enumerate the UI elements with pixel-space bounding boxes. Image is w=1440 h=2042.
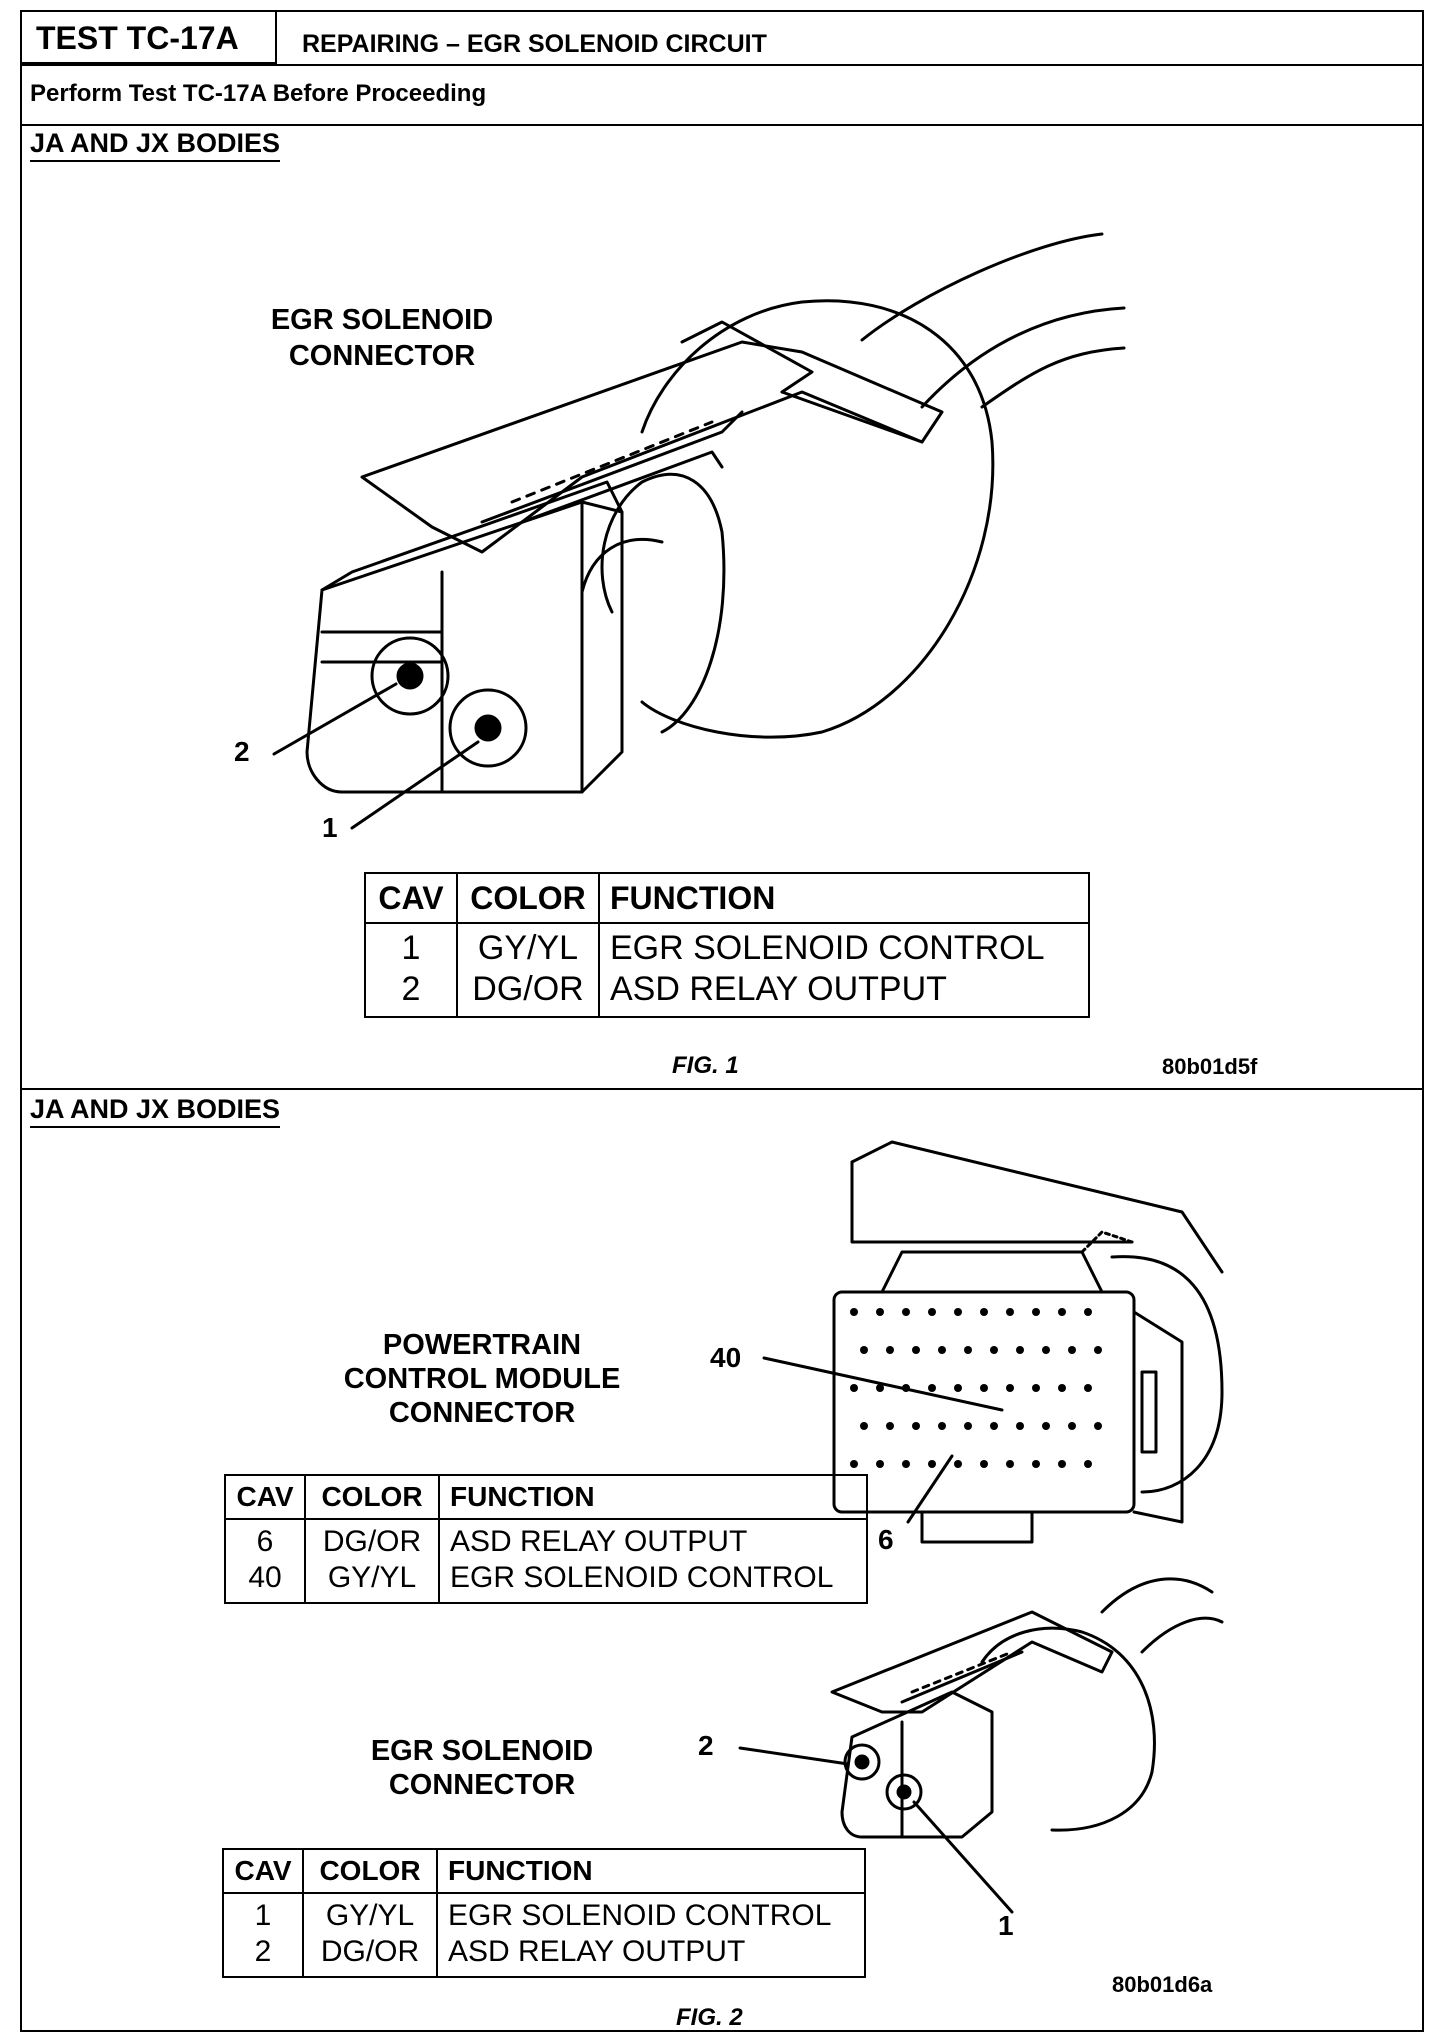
table-row: 6 40 DG/OR GY/YL ASD RELAY OUTPUT EGR SO… — [224, 1519, 868, 1603]
col-cav: CAV — [224, 1474, 306, 1520]
connector-pin — [1084, 1308, 1092, 1316]
diagram-drawings — [272, 232, 1224, 1914]
connector-pin — [1006, 1384, 1014, 1392]
pcm-leader-40 — [762, 1356, 1004, 1412]
connector-pin — [954, 1308, 962, 1316]
pcm-connector-label: POWERTRAIN CONTROL MODULE CONNECTOR — [343, 1329, 621, 1429]
fig2-leader-1 — [912, 1800, 1014, 1914]
pcm-pinout-table: CAV COLOR FUNCTION 6 40 DG/OR GY/YL ASD … — [224, 1474, 868, 1604]
connector-pin — [980, 1460, 988, 1468]
fig2-section-label: JA AND JX BODIES — [30, 1094, 281, 1128]
connector-pin — [938, 1422, 946, 1430]
connector-pin — [1016, 1346, 1024, 1354]
fig2-egr-connector-icon — [830, 1577, 1224, 1839]
pcm-callout-6: 6 — [878, 1524, 894, 1555]
connector-pin — [850, 1460, 858, 1468]
fig1-callout-1: 1 — [322, 812, 338, 843]
connector-pin — [912, 1422, 920, 1430]
fig1-section-label: JA AND JX BODIES — [30, 128, 281, 162]
pcm-leader-6 — [906, 1454, 954, 1524]
connector-pin — [1032, 1460, 1040, 1468]
connector-pin — [902, 1308, 910, 1316]
connector-pin — [990, 1346, 998, 1354]
connector-pin — [902, 1460, 910, 1468]
connector-pin — [876, 1308, 884, 1316]
connector-pin — [850, 1384, 858, 1392]
fig1-wire-icon — [860, 232, 1126, 409]
fig2-code: 80b01d6a — [1112, 1972, 1213, 1997]
manual-page: TEST TC-17A REPAIRING – EGR SOLENOID CIR… — [20, 10, 1424, 2032]
connector-pin — [860, 1346, 868, 1354]
fig1-callout-2: 2 — [234, 736, 250, 767]
connector-pin — [928, 1460, 936, 1468]
connector-pin — [980, 1308, 988, 1316]
connector-pin — [964, 1346, 972, 1354]
fig-divider — [22, 1088, 1422, 1090]
col-function: FUNCTION — [598, 872, 1090, 924]
fig2-leader-2 — [738, 1746, 850, 1766]
connector-pin — [860, 1422, 868, 1430]
connector-pin — [912, 1346, 920, 1354]
connector-pin — [1058, 1384, 1066, 1392]
col-color: COLOR — [302, 1848, 438, 1894]
connector-pin — [1032, 1384, 1040, 1392]
connector-pin — [886, 1346, 894, 1354]
fig2-egr-connector-label: EGR SOLENOID CONNECTOR — [370, 1735, 594, 1801]
page-subtitle: Perform Test TC-17A Before Proceeding — [30, 80, 487, 107]
connector-pin — [1068, 1346, 1076, 1354]
connector-pin — [1042, 1346, 1050, 1354]
fig1-code: 80b01d5f — [1162, 1054, 1258, 1079]
connector-pin — [1084, 1460, 1092, 1468]
fig1-pinout-table: CAV COLOR FUNCTION 1 2 GY/YL DG/OR EGR S… — [364, 872, 1090, 1018]
connector-pin — [876, 1460, 884, 1468]
test-id: TEST TC-17A — [36, 20, 239, 56]
fig2-callout-2: 2 — [698, 1730, 714, 1761]
connector-pin — [938, 1346, 946, 1354]
connector-pin — [928, 1384, 936, 1392]
connector-pin — [964, 1422, 972, 1430]
pcm-pins-icon — [850, 1308, 1102, 1468]
fig1-leader-1 — [350, 740, 480, 830]
fig2-caption: FIG. 2 — [676, 2004, 743, 2031]
fig1-caption: FIG. 1 — [672, 1052, 739, 1079]
connector-pin — [954, 1460, 962, 1468]
test-id-box: TEST TC-17A — [22, 12, 277, 64]
connector-pin — [1016, 1422, 1024, 1430]
pcm-callout-40: 40 — [710, 1342, 742, 1373]
col-cav: CAV — [222, 1848, 304, 1894]
connector-pin — [1084, 1384, 1092, 1392]
header-divider — [22, 64, 1422, 66]
table-row: 1 2 GY/YL DG/OR EGR SOLENOID CONTROL ASD… — [364, 923, 1090, 1017]
connector-pin — [980, 1384, 988, 1392]
fig1-egr-connector-icon — [305, 299, 995, 794]
connector-pin — [1094, 1346, 1102, 1354]
fig1-leader-2 — [272, 682, 398, 756]
connector-pin — [990, 1422, 998, 1430]
connector-pin — [1058, 1308, 1066, 1316]
connector-pin — [954, 1384, 962, 1392]
connector-pin — [1006, 1460, 1014, 1468]
connector-pin — [1068, 1422, 1076, 1430]
fig2-callout-1: 1 — [998, 1910, 1014, 1941]
pcm-connector-icon — [832, 1140, 1224, 1544]
col-cav: CAV — [364, 872, 458, 924]
connector-pin — [1094, 1422, 1102, 1430]
table-row: 1 2 GY/YL DG/OR EGR SOLENOID CONTROL ASD… — [222, 1893, 866, 1977]
col-color: COLOR — [304, 1474, 440, 1520]
col-color: COLOR — [456, 872, 600, 924]
connector-pin — [1006, 1308, 1014, 1316]
col-function: FUNCTION — [438, 1474, 868, 1520]
col-function: FUNCTION — [436, 1848, 866, 1894]
connector-pin — [886, 1422, 894, 1430]
connector-pin — [1058, 1460, 1066, 1468]
subtitle-divider — [22, 124, 1422, 126]
page-title: REPAIRING – EGR SOLENOID CIRCUIT — [302, 30, 767, 58]
fig1-connector-label: EGR SOLENOID CONNECTOR — [270, 304, 494, 372]
connector-pin — [1032, 1308, 1040, 1316]
connector-pin — [928, 1308, 936, 1316]
connector-pin — [876, 1384, 884, 1392]
connector-pin — [1042, 1422, 1050, 1430]
connector-pin — [850, 1308, 858, 1316]
fig2-egr-pinout-table: CAV COLOR FUNCTION 1 2 GY/YL DG/OR EGR S… — [222, 1848, 866, 1978]
